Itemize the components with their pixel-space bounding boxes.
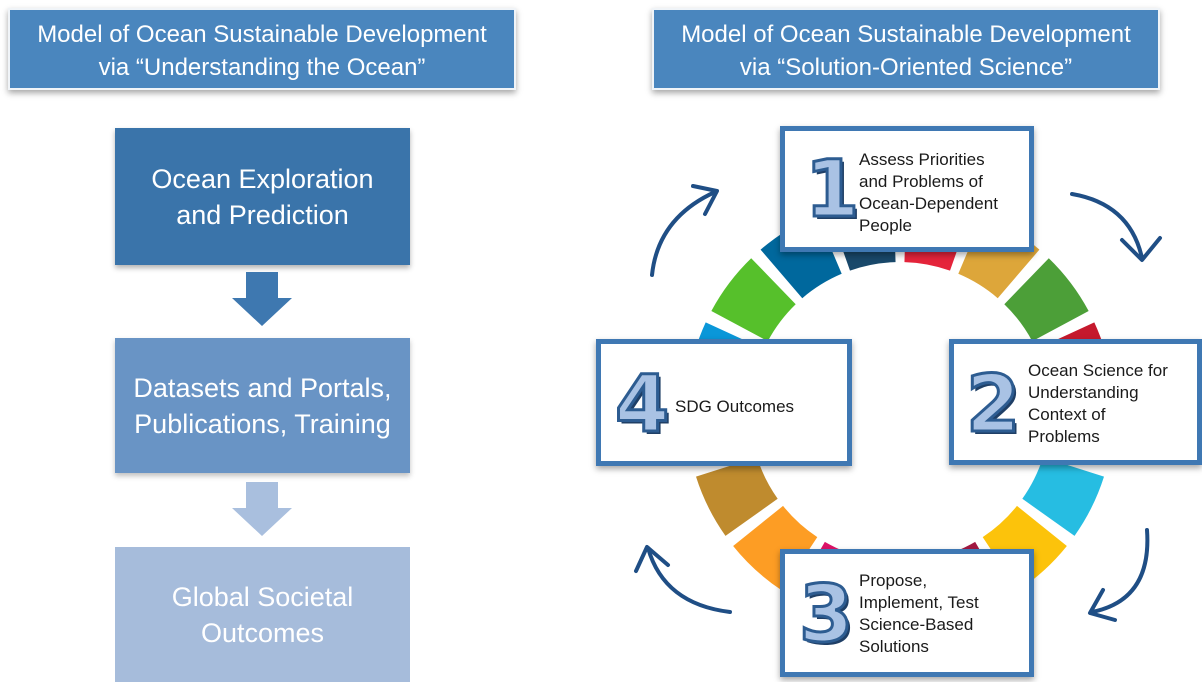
ocean-exploration-box: Ocean Exploration and Prediction — [115, 128, 410, 265]
left-title-line2: via “Understanding the Ocean” — [98, 54, 426, 81]
step-text: Assess Priorities and Problems of Ocean-… — [859, 149, 998, 237]
right-title-line2: via “Solution-Oriented Science” — [739, 54, 1073, 81]
sdg-wheel-segment — [982, 505, 1067, 591]
down-arrow-icon — [232, 482, 292, 536]
step-number: 4 — [613, 360, 670, 450]
step-4-box: 4 SDG Outcomes — [596, 339, 852, 466]
step-line: SDG Outcomes — [675, 397, 795, 416]
right-model-title: Model of Ocean Sustainable Development v… — [652, 8, 1160, 90]
step-line: Ocean Science for — [1028, 361, 1168, 380]
step-line: Solutions — [859, 637, 929, 656]
step-number: 1 — [803, 145, 860, 235]
step-text: SDG Outcomes — [675, 396, 794, 418]
step-line: Propose, — [859, 571, 928, 590]
step-line: Ocean-Dependent — [859, 194, 998, 213]
step-line: Problems — [1028, 427, 1100, 446]
box-line: Datasets and Portals, — [133, 372, 392, 403]
step-text: Ocean Science for Understanding Context … — [1028, 360, 1168, 448]
box-line: Outcomes — [200, 617, 325, 648]
left-model-title: Model of Ocean Sustainable Development v… — [8, 8, 516, 90]
global-outcomes-box: Global Societal Outcomes — [115, 547, 410, 682]
step-1-box: 1 Assess Priorities and Problems of Ocea… — [780, 126, 1034, 252]
step-3-box: 3 Propose, Implement, Test Science-Based… — [780, 549, 1034, 677]
sdg-wheel-segment — [696, 457, 778, 536]
step-line: Science-Based — [859, 615, 974, 634]
sdg-wheel-segment — [711, 258, 796, 342]
step-line: Implement, Test — [859, 593, 979, 612]
step-line: and Problems of — [859, 172, 983, 191]
step-text: Propose, Implement, Test Science-Based S… — [859, 570, 979, 658]
cycle-arrow-icon — [1070, 192, 1162, 262]
box-line: Publications, Training — [134, 408, 391, 439]
down-arrow-icon — [232, 272, 292, 326]
step-2-box: 2 Ocean Science for Understanding Contex… — [949, 339, 1202, 465]
box-line: and Prediction — [176, 199, 349, 230]
cycle-arrow-icon — [650, 184, 719, 277]
step-number: 3 — [797, 570, 854, 660]
step-line: Assess Priorities — [859, 150, 985, 169]
step-line: Understanding — [1028, 383, 1139, 402]
box-line: Ocean Exploration — [151, 163, 374, 194]
step-line: Context of — [1028, 405, 1106, 424]
cycle-arrow-icon — [634, 545, 732, 614]
sdg-wheel-segment — [733, 505, 818, 591]
sdg-wheel-segment — [1022, 457, 1104, 536]
box-line: Global Societal — [171, 581, 354, 612]
step-line: People — [859, 216, 912, 235]
left-title-line1: Model of Ocean Sustainable Development — [37, 21, 487, 48]
cycle-arrow-icon — [1088, 528, 1150, 622]
sdg-wheel-segment — [1004, 258, 1089, 342]
right-title-line1: Model of Ocean Sustainable Development — [681, 21, 1131, 48]
datasets-box: Datasets and Portals, Publications, Trai… — [115, 338, 410, 473]
step-number: 2 — [964, 360, 1021, 450]
